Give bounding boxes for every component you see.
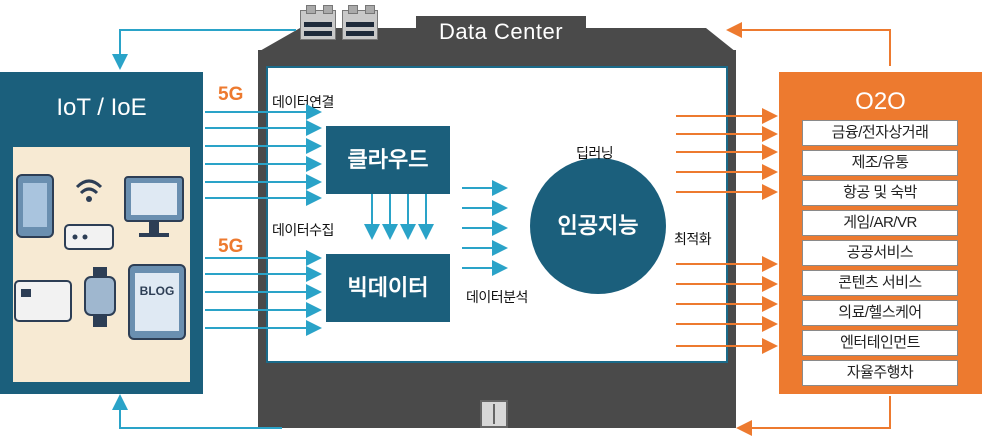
- o2o-item: 금융/전자상거래: [802, 120, 958, 146]
- iot-title: IoT / IoE: [56, 94, 147, 121]
- server-icon: [300, 5, 336, 40]
- o2o-item: 공공서비스: [802, 240, 958, 266]
- door-icon: [480, 400, 508, 428]
- bigdata-node: 빅데이터: [326, 254, 450, 322]
- feedback-arrow-top-left: [112, 29, 296, 70]
- blog-label: BLOG: [140, 284, 175, 298]
- feedback-arrow-bottom-right: [736, 396, 891, 436]
- router-icon: [64, 224, 114, 250]
- label-data-analysis: 데이터분석: [466, 289, 528, 305]
- o2o-item: 제조/유통: [802, 150, 958, 176]
- label-optimization: 최적화: [674, 231, 712, 247]
- o2o-item: 항공 및 숙박: [802, 180, 958, 206]
- feedback-arrow-top-right: [730, 29, 891, 66]
- o2o-item: 자율주행차: [802, 360, 958, 386]
- o2o-title: O2O: [855, 88, 906, 115]
- ai-node: 인공지능: [530, 158, 666, 294]
- o2o-item: 콘텐츠 서비스: [802, 270, 958, 296]
- server-icon: [342, 5, 378, 40]
- cloud-node: 클라우드: [326, 126, 450, 194]
- network-5g-bottom: 5G: [218, 236, 244, 257]
- feedback-arrow-bottom-left: [112, 394, 282, 429]
- label-data-collect: 데이터수집: [272, 222, 334, 238]
- wifi-icon: [75, 179, 103, 189]
- data-center-label: Data Center: [416, 16, 586, 48]
- iot-devices-illustration: BLOG: [13, 147, 190, 382]
- iot-panel: IoT / IoE: [0, 72, 203, 394]
- o2o-item: 게임/AR/VR: [802, 210, 958, 236]
- o2o-item: 의료/헬스케어: [802, 300, 958, 326]
- o2o-item: 엔터테인먼트: [802, 330, 958, 356]
- label-deep-learning: 딥러닝: [576, 145, 614, 161]
- network-5g-top: 5G: [218, 84, 244, 105]
